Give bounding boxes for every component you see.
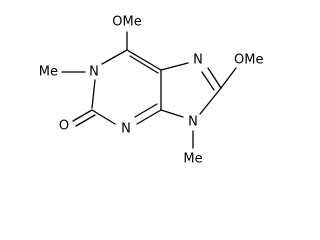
atom-labels: OMe N Me N OMe O N N Me xyxy=(39,15,264,167)
atom-me-9: Me xyxy=(183,152,202,167)
atom-o-methoxy-8: OMe xyxy=(234,53,263,68)
molecule-structure: OMe N Me N OMe O N N Me xyxy=(39,15,264,167)
bond-c2-o2 xyxy=(72,109,93,122)
atom-me-1: Me xyxy=(39,65,58,80)
bond-n7-c8-double xyxy=(201,71,215,91)
atom-n-7: N xyxy=(193,53,203,68)
bond-c6-c5 xyxy=(126,49,162,71)
bond-n3-c4-double xyxy=(134,103,158,118)
bond-c8-n9 xyxy=(199,87,222,115)
bond-c6-n1 xyxy=(101,49,128,65)
bond-c2-n3 xyxy=(91,109,116,125)
atom-o-methoxy-6: OMe xyxy=(112,15,141,30)
atom-n-1: N xyxy=(89,65,99,80)
bond-c2-o2-double xyxy=(75,114,96,127)
bond-n7-c8 xyxy=(207,67,222,89)
atom-o-carbonyl-2: O xyxy=(59,119,69,134)
bond-n3-c4 xyxy=(136,109,162,125)
bonds xyxy=(61,31,237,149)
bond-n9-c4 xyxy=(160,109,184,118)
bond-c6-c5-double xyxy=(129,55,159,74)
atom-n-3: N xyxy=(121,122,131,137)
bond-c5-n7 xyxy=(160,62,189,71)
bond-c8-o8 xyxy=(220,67,237,89)
atom-n-9: N xyxy=(188,115,198,130)
bond-n1-c2 xyxy=(91,79,96,109)
